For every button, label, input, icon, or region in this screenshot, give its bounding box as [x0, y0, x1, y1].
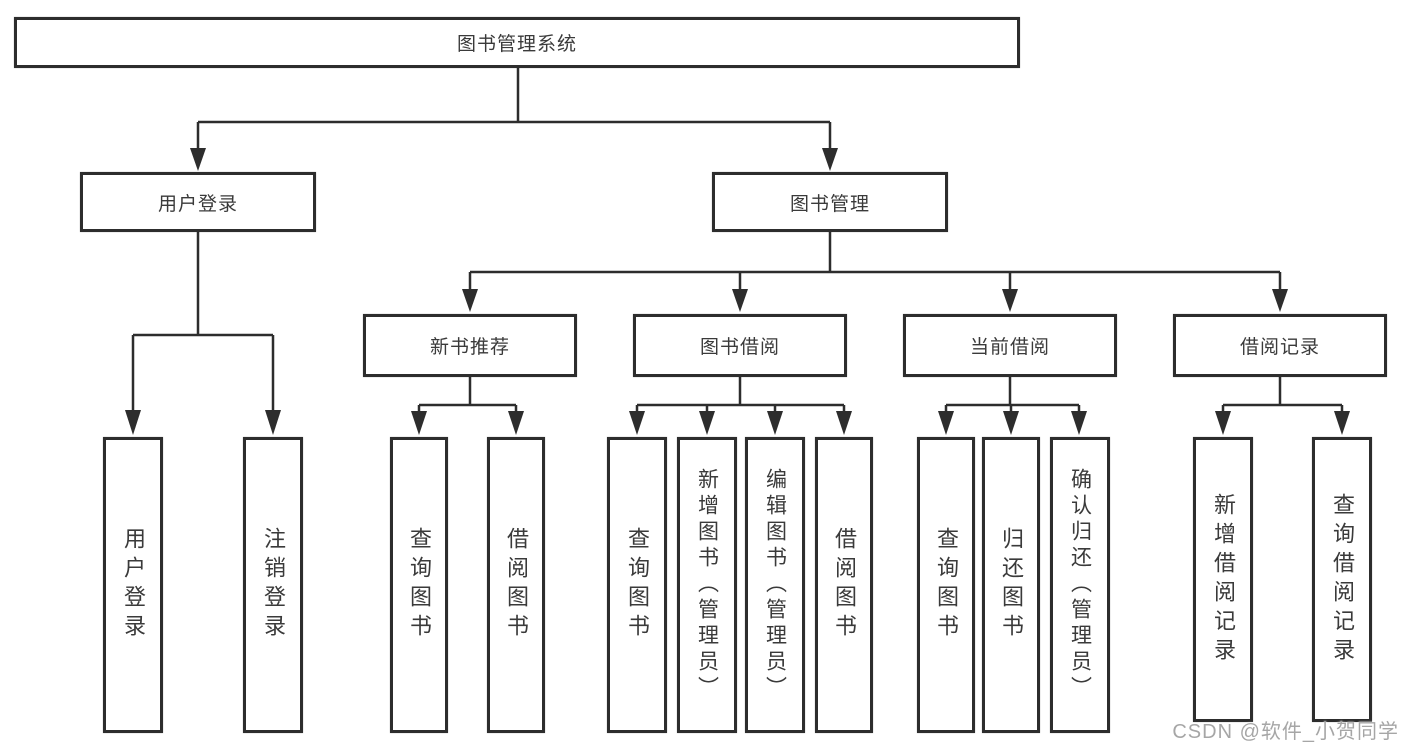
node-leaf-query-borrow-record: 查询借阅记录 — [1312, 437, 1372, 722]
leaf-label: 编辑图书（管理员） — [763, 468, 787, 702]
node-leaf-logout: 注销登录 — [243, 437, 303, 733]
arrow-down-icon — [265, 410, 281, 435]
node-book-management: 图书管理 — [712, 172, 948, 232]
node-book-management-label: 图书管理 — [789, 193, 870, 215]
node-new-book-recommend-label: 新书推荐 — [429, 337, 510, 358]
node-borrow-records-label: 借阅记录 — [1239, 337, 1320, 358]
arrow-down-icon — [1003, 411, 1019, 435]
node-current-borrow-label: 当前借阅 — [969, 337, 1050, 358]
connector-current-borrow-to-leaves — [944, 377, 1081, 414]
node-current-borrow: 当前借阅 — [903, 314, 1117, 377]
arrow-down-icon — [1002, 289, 1018, 312]
leaf-label: 新增借阅记录 — [1211, 492, 1236, 667]
connector-root-to-level2 — [196, 68, 832, 152]
arrow-down-icon — [1071, 411, 1087, 435]
leaf-label: 注销登录 — [261, 527, 286, 643]
arrow-down-icon — [411, 411, 427, 435]
node-leaf-borrow-books: 借阅图书 — [815, 437, 873, 733]
connector-book-management-to-level3 — [468, 232, 1282, 292]
leaf-label: 查询图书 — [934, 527, 959, 643]
arrow-down-icon — [1334, 411, 1350, 435]
node-leaf-borrow-books-recommend: 借阅图书 — [487, 437, 545, 733]
node-root: 图书管理系统 — [14, 17, 1020, 68]
node-leaf-query-books-borrow: 查询图书 — [607, 437, 667, 733]
arrow-down-icon — [190, 148, 206, 171]
arrow-down-icon — [462, 289, 478, 312]
arrow-down-icon — [629, 411, 645, 435]
connector-book-borrow-to-leaves — [635, 377, 846, 414]
node-book-borrow: 图书借阅 — [633, 314, 847, 377]
node-leaf-add-borrow-record: 新增借阅记录 — [1193, 437, 1253, 722]
node-book-borrow-label: 图书借阅 — [699, 337, 780, 358]
leaf-label: 查询图书 — [407, 527, 432, 643]
node-leaf-query-books-recommend: 查询图书 — [390, 437, 448, 733]
leaf-label: 新增图书（管理员） — [695, 468, 719, 702]
leaf-label: 查询借阅记录 — [1330, 492, 1355, 667]
node-new-book-recommend: 新书推荐 — [363, 314, 577, 377]
leaf-label: 归还图书 — [999, 527, 1024, 643]
arrow-down-icon — [1215, 411, 1231, 435]
node-leaf-user-login: 用户登录 — [103, 437, 163, 733]
arrow-down-icon — [938, 411, 954, 435]
connector-user-login-to-leaves — [131, 232, 275, 414]
node-leaf-query-books-current: 查询图书 — [917, 437, 975, 733]
node-borrow-records: 借阅记录 — [1173, 314, 1387, 377]
leaf-label: 借阅图书 — [832, 527, 857, 643]
node-leaf-confirm-return-admin: 确认归还（管理员） — [1050, 437, 1110, 733]
leaf-label: 用户登录 — [121, 527, 146, 643]
watermark: CSDN @软件_小贺同学 — [1172, 721, 1399, 743]
node-root-label: 图书管理系统 — [456, 34, 577, 55]
node-user-login: 用户登录 — [80, 172, 316, 232]
leaf-label: 借阅图书 — [504, 527, 529, 643]
arrow-down-icon — [836, 411, 852, 435]
node-leaf-return-books: 归还图书 — [982, 437, 1040, 733]
node-leaf-add-books-admin: 新增图书（管理员） — [677, 437, 737, 733]
leaf-label: 查询图书 — [625, 527, 650, 643]
leaf-label: 确认归还（管理员） — [1068, 468, 1092, 702]
node-user-login-label: 用户登录 — [157, 193, 238, 215]
arrow-down-icon — [1272, 289, 1288, 312]
arrow-down-icon — [732, 289, 748, 312]
connector-borrow-records-to-leaves — [1221, 377, 1344, 414]
arrow-down-icon — [822, 148, 838, 171]
arrow-down-icon — [508, 411, 524, 435]
arrow-down-icon — [767, 411, 783, 435]
arrow-down-icon — [699, 411, 715, 435]
node-leaf-edit-books-admin: 编辑图书（管理员） — [745, 437, 805, 733]
arrow-down-icon — [125, 410, 141, 435]
connector-new-book-recommend-to-leaves — [417, 377, 518, 414]
